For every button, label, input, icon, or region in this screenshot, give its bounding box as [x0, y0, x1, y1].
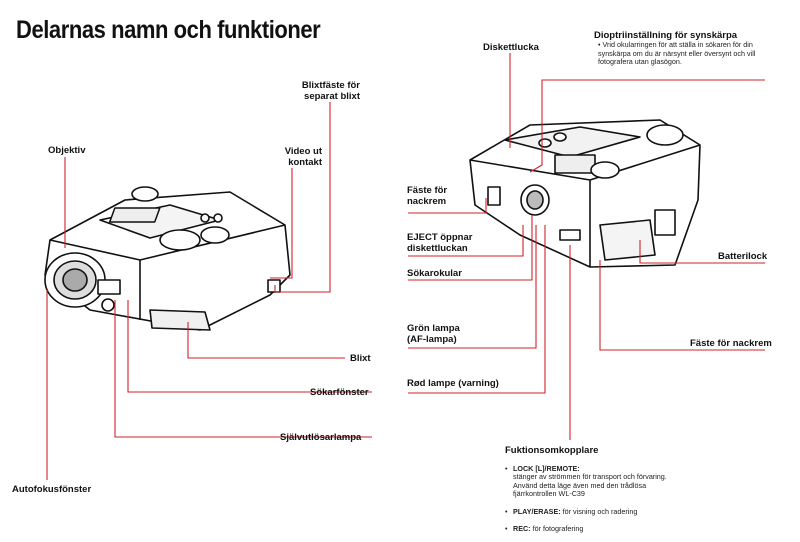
label-batterilock: Batterilock — [718, 251, 768, 262]
list-item: PLAY/ERASE: för visning och radering — [505, 507, 690, 517]
label-rod-lampe: Rød lampe (varning) — [407, 378, 499, 389]
leader-lines — [46, 53, 765, 480]
function-switch-title: Fuktionsomkopplare — [505, 445, 599, 456]
label-autofokusfonster: Autofokusfönster — [12, 484, 92, 495]
dioptri-bullet: • — [598, 40, 603, 49]
list-item: REC: för fotografering — [505, 524, 690, 534]
page-title: Delarnas namn och funktioner — [16, 16, 321, 44]
function-switch-list: LOCK [L]/REMOTE:stänger av strömmen för … — [505, 456, 690, 542]
front-camera-illustration — [44, 186, 291, 331]
label-eject: EJECT öppnar diskettluckan — [407, 232, 473, 254]
list-item: LOCK [L]/REMOTE:stänger av strömmen för … — [505, 464, 690, 499]
label-blixtfaste: Blixtfäste för separat blixt — [301, 80, 360, 102]
label-sokarfonster: Sökarfönster — [310, 387, 369, 398]
label-faste-nackrem-right: Fäste för nackrem — [690, 338, 772, 349]
label-sokarokular: Sökarokular — [407, 268, 462, 279]
dioptri-description: • Vrid okularringen för att ställa in sö… — [598, 40, 756, 67]
rear-camera-illustration — [469, 119, 701, 268]
label-objektiv: Objektiv — [48, 145, 86, 156]
label-sjalvutlosarlampa: Självutlösarlampa — [280, 432, 362, 443]
label-diskettlucka: Diskettlucka — [483, 42, 539, 53]
label-blixt: Blixt — [350, 353, 371, 364]
label-dioptriinstallning: Dioptriinställning för synskärpa — [594, 30, 738, 41]
label-video: Video ut kontakt — [284, 146, 322, 168]
label-faste-nackrem-left: Fäste för nackrem — [407, 185, 448, 207]
function-switch-block: Fuktionsomkopplare LOCK [L]/REMOTE:stäng… — [505, 445, 690, 542]
label-gron-lampa: Grön lampa (AF-lampa) — [407, 323, 460, 345]
